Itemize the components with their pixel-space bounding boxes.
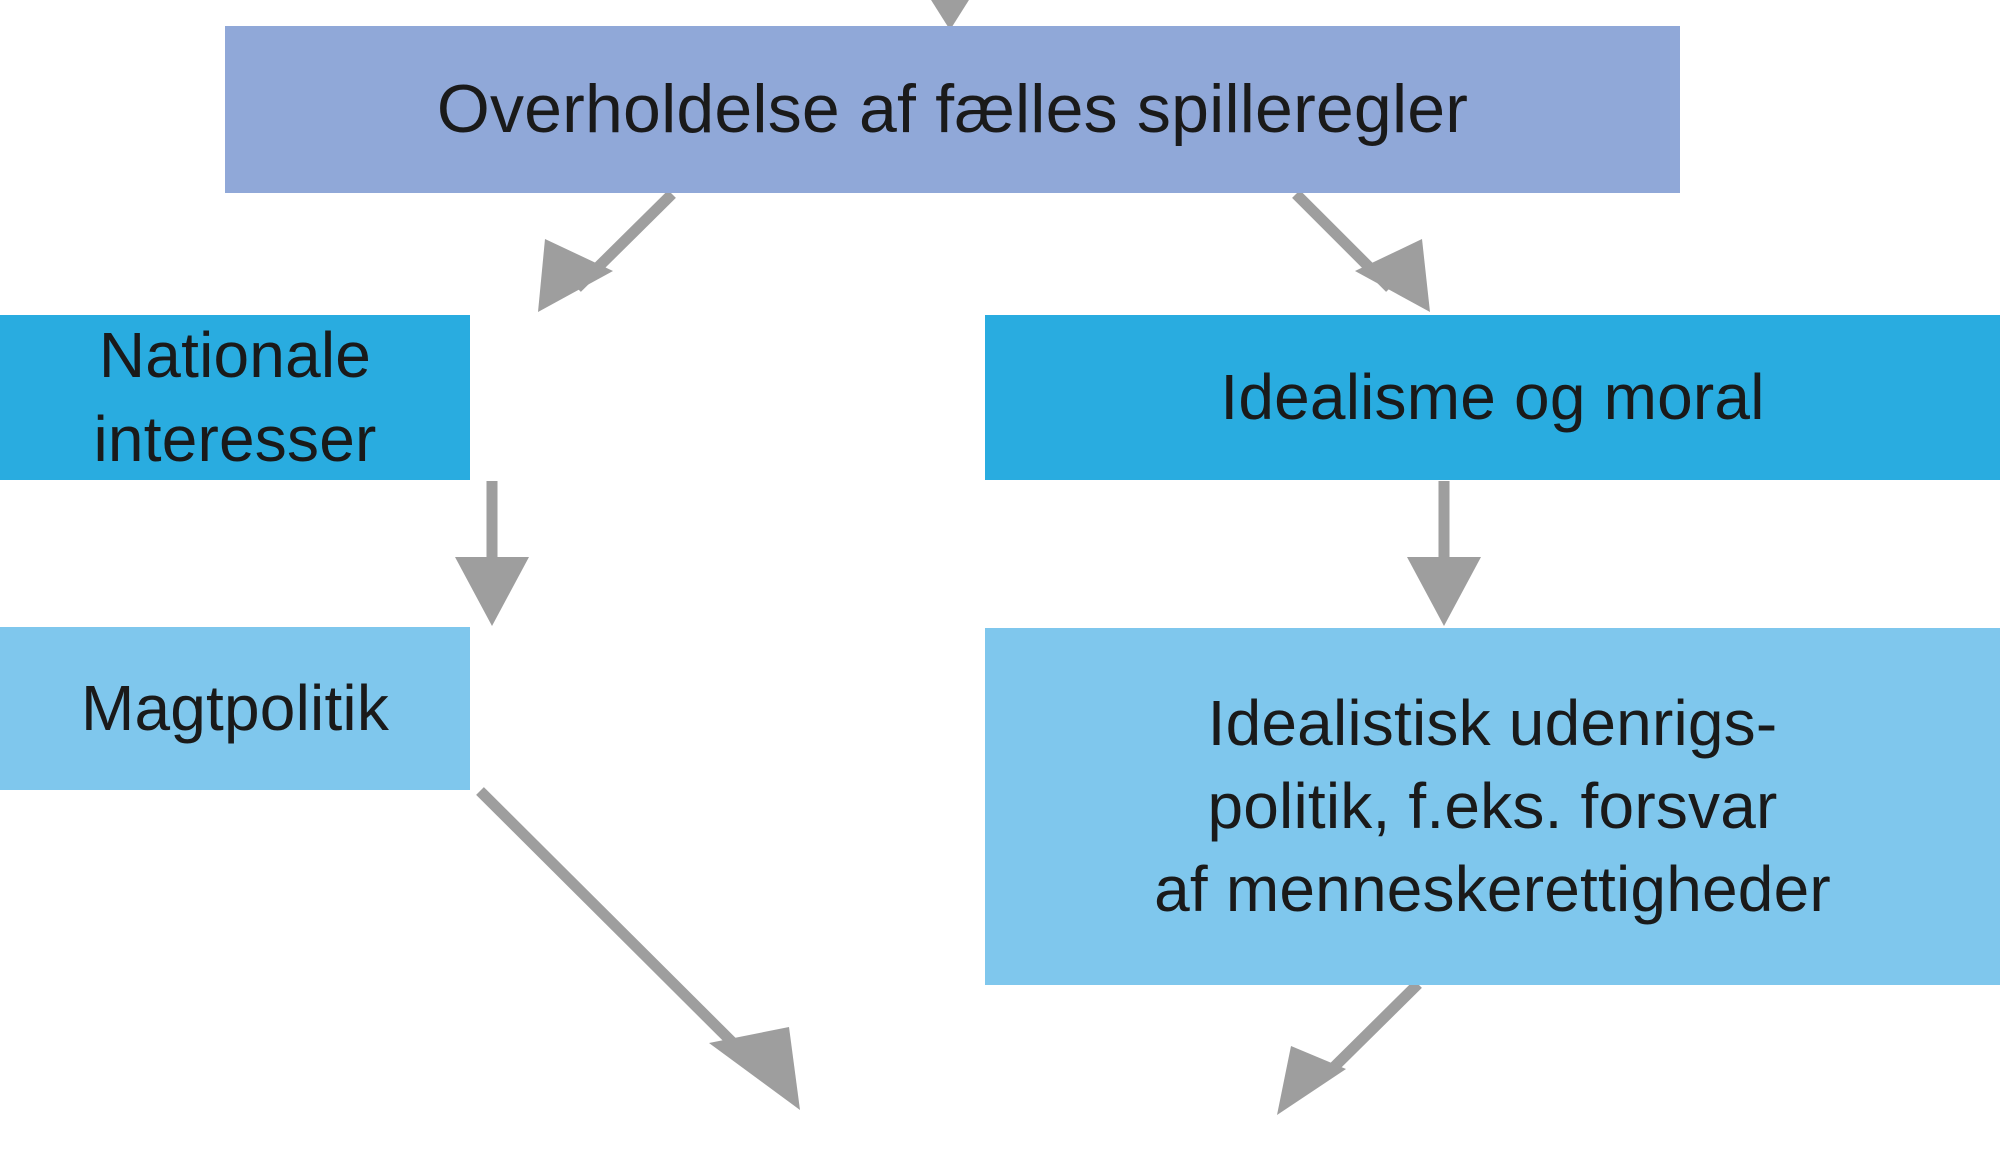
edge-rules-to-national-interests: [538, 190, 676, 312]
node-power-politics: Magtpolitik: [0, 627, 470, 790]
edge-idealistic-foreign-policy-outgoing: [1277, 980, 1422, 1115]
node-idealism-morality: Idealisme og moral: [985, 315, 2000, 480]
edge-idealism-morality-to-idealistic-foreign-policy: [1407, 481, 1481, 626]
edge-power-politics-outgoing: [476, 787, 800, 1110]
node-idealistic-foreign-policy: Idealistisk udenrigs- politik, f.eks. fo…: [985, 628, 2000, 985]
node-rules: Overholdelse af fælles spilleregler: [225, 26, 1680, 193]
edge-rules-to-idealism-morality: [1292, 190, 1430, 312]
node-national-interests: Nationale interesser: [0, 315, 470, 480]
edge-national-interests-to-power-politics: [455, 481, 529, 626]
